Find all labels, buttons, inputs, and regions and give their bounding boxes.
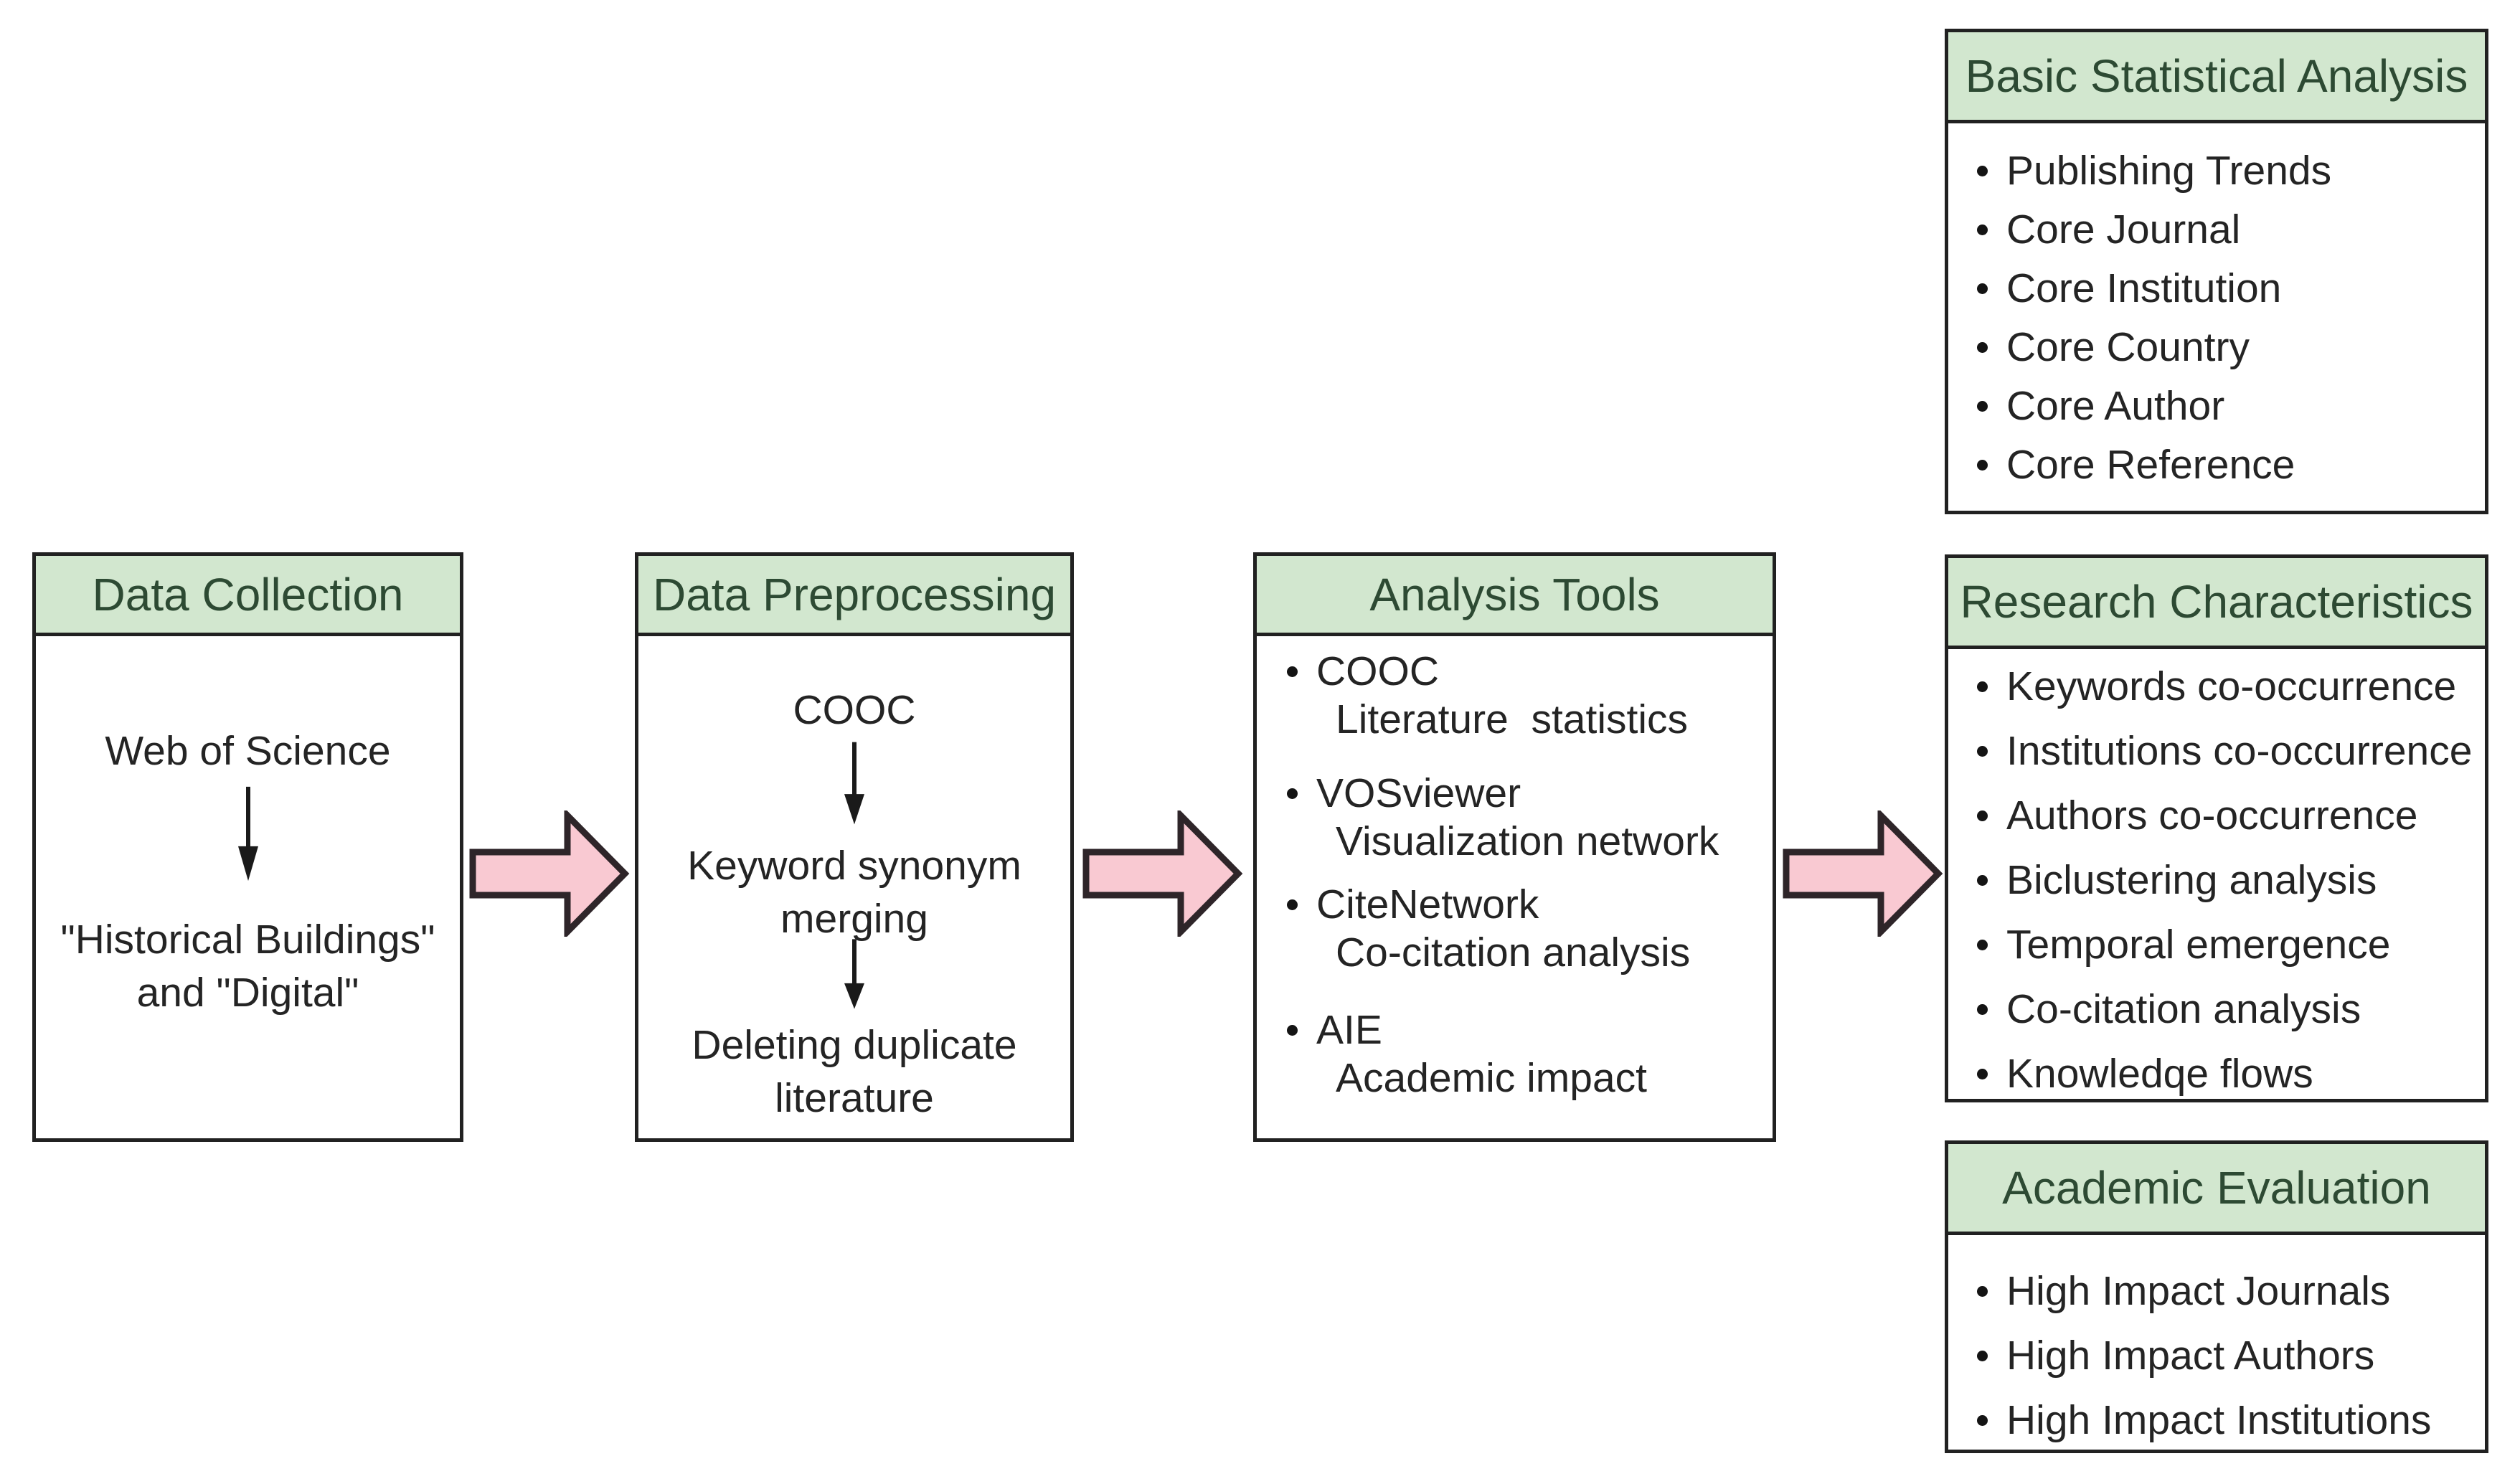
tool-name: VOSviewer	[1316, 770, 1521, 816]
flow-arrow-icon	[1082, 810, 1243, 937]
bullet-icon	[1287, 899, 1298, 910]
list-item: Institutions co-occurrence	[1977, 727, 2472, 775]
basic-statistical-analysis-title: Basic Statistical Analysis	[1965, 50, 2468, 102]
data-collection-box: Data Collection Web of Science "Historic…	[32, 552, 463, 1142]
academic-evaluation-title: Academic Evaluation	[2002, 1162, 2431, 1214]
list-item: Biclustering analysis	[1977, 856, 2377, 904]
down-arrow-icon	[844, 939, 864, 1009]
list-item: Core Author	[1977, 382, 2224, 430]
list-item: Knowledqe flows	[1977, 1050, 2313, 1097]
data-preprocessing-box: Data Preprocessing COOC Keyword synonym …	[635, 552, 1074, 1142]
list-item-label: Core Journal	[2006, 207, 2241, 252]
preprocessing-step-1: COOC	[793, 687, 916, 733]
data-collection-title: Data Collection	[92, 568, 404, 620]
data-preprocessing-header: Data Preprocessing	[638, 556, 1070, 636]
list-item: Core Journal	[1977, 206, 2240, 253]
bullet-icon	[1977, 810, 1988, 821]
bullet-icon	[1977, 1414, 1988, 1426]
list-item-label: Publishing Trends	[2006, 148, 2332, 194]
list-item-label: Core Institution	[2006, 265, 2282, 311]
data-collection-header: Data Collection	[36, 556, 460, 636]
bullet-icon	[1977, 745, 1988, 757]
bullet-icon	[1977, 224, 1988, 235]
tool-item: CiteNetwork	[1287, 881, 1539, 928]
list-item-label: High Impact Institutions	[2006, 1397, 2432, 1443]
list-item-label: Institutions co-occurrence	[2006, 728, 2473, 774]
basic-statistical-analysis-box: Basic Statistical Analysis Publishing Tr…	[1945, 29, 2488, 514]
tool-name: COOC	[1316, 648, 1439, 694]
down-arrow-icon	[237, 786, 258, 882]
list-item: Keywords co-occurrence	[1977, 663, 2456, 710]
bullet-icon	[1977, 283, 1988, 294]
bullet-icon	[1977, 681, 1988, 692]
data-preprocessing-title: Data Preprocessing	[652, 568, 1057, 620]
list-item-label: Knowledqe flows	[2006, 1051, 2313, 1097]
tool-desc: Visualization network	[1336, 818, 1719, 864]
bullet-icon	[1977, 459, 1988, 471]
bullet-icon	[1977, 1350, 1988, 1361]
list-item-label: Biclustering analysis	[2006, 857, 2377, 903]
search-query-line-1: "Historical Buildings"	[60, 917, 435, 963]
list-item-label: Keywords co-occurrence	[2006, 663, 2457, 709]
list-item-label: Core Reference	[2006, 442, 2295, 488]
tool-desc: Literature statistics	[1336, 696, 1689, 742]
list-item: High Impact Authors	[1977, 1332, 2374, 1379]
list-item: Authors co-occurrence	[1977, 792, 2417, 839]
flow-arrow-icon	[469, 810, 630, 937]
list-item-label: Authors co-occurrence	[2006, 793, 2418, 838]
list-item: Core Reference	[1977, 441, 2295, 488]
tool-name: AIE	[1316, 1007, 1382, 1053]
bullet-icon	[1287, 666, 1298, 677]
list-item-label: High Impact Authors	[2006, 1333, 2375, 1379]
bullet-icon	[1977, 939, 1988, 950]
basic-statistical-analysis-header: Basic Statistical Analysis	[1948, 32, 2485, 123]
tool-item: COOC	[1287, 648, 1439, 695]
data-source-label: Web of Science	[105, 728, 391, 774]
tool-desc: Academic impact	[1336, 1055, 1647, 1101]
analysis-tools-title: Analysis Tools	[1369, 568, 1660, 620]
bullet-icon	[1977, 341, 1988, 353]
analysis-tools-header: Analysis Tools	[1257, 556, 1773, 636]
list-item: Co-citation analysis	[1977, 986, 2361, 1033]
tool-desc: Co-citation analysis	[1336, 930, 1691, 975]
analysis-tools-box: Analysis Tools COOC Literature statistic…	[1253, 552, 1776, 1142]
list-item-label: Core Author	[2006, 383, 2225, 429]
list-item-label: High Impact Journals	[2006, 1268, 2391, 1314]
down-arrow-icon	[844, 742, 864, 825]
bullet-icon	[1977, 874, 1988, 886]
preprocessing-step-3: Deleting duplicate literature	[692, 1022, 1017, 1122]
bullet-icon	[1977, 1285, 1988, 1297]
bullet-icon	[1287, 1024, 1298, 1036]
list-item: Core Institution	[1977, 265, 2281, 312]
list-item-label: Temporal emergence	[2006, 922, 2391, 968]
preprocessing-step-2: Keyword synonym merging	[687, 843, 1021, 942]
search-query-line-2: and "Digital"	[136, 970, 359, 1016]
bullet-icon	[1287, 788, 1298, 799]
list-item: High Impact Journals	[1977, 1267, 2390, 1315]
list-item: High Impact Institutions	[1977, 1396, 2431, 1444]
tool-item: AIE	[1287, 1006, 1382, 1054]
bullet-icon	[1977, 1003, 1988, 1015]
bullet-icon	[1977, 1068, 1988, 1079]
research-characteristics-title: Research Characteristics	[1960, 576, 2473, 628]
bullet-icon	[1977, 165, 1988, 176]
list-item: Publishing Trends	[1977, 147, 2331, 194]
list-item-label: Core Country	[2006, 324, 2250, 370]
flow-arrow-icon	[1783, 810, 1943, 937]
tool-name: CiteNetwork	[1316, 882, 1539, 927]
academic-evaluation-header: Academic Evaluation	[1948, 1144, 2485, 1235]
tool-item: VOSviewer	[1287, 770, 1521, 817]
list-item-label: Co-citation analysis	[2006, 986, 2361, 1032]
list-item: Temporal emergence	[1977, 921, 2390, 968]
research-characteristics-box: Research Characteristics Keywords co-occ…	[1945, 554, 2488, 1102]
list-item: Core Country	[1977, 323, 2250, 371]
research-characteristics-header: Research Characteristics	[1948, 558, 2485, 649]
bullet-icon	[1977, 400, 1988, 412]
academic-evaluation-box: Academic Evaluation High Impact Journals…	[1945, 1140, 2488, 1453]
search-query: "Historical Buildings" and "Digital"	[45, 913, 450, 1019]
